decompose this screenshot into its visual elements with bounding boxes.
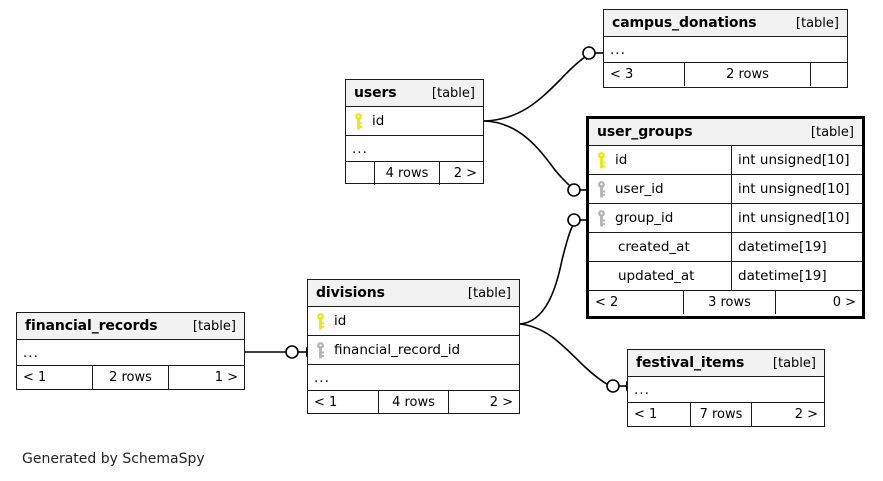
table-type-tag: [table] <box>772 355 816 371</box>
hidden-columns-indicator: ... <box>17 340 244 366</box>
table-row[interactable]: group_id int unsigned[10] <box>589 204 862 233</box>
primary-key-icon <box>317 312 325 329</box>
table-footer-festival-items: < 1 7 rows 2 > <box>628 403 824 426</box>
table-footer-user-groups: < 2 3 rows 0 > <box>589 291 862 314</box>
table-header-campus-donations: campus_donations [table] <box>604 10 847 37</box>
footer-row-count: 2 rows <box>92 366 169 389</box>
column-cell: group_id <box>589 204 731 232</box>
column-cell: financial_record_id <box>308 336 519 364</box>
generated-by-label: Generated by SchemaSpy <box>22 451 205 467</box>
table-title: users <box>354 85 397 101</box>
table-title: festival_items <box>636 355 745 371</box>
table-type-tag: [table] <box>810 124 854 140</box>
table-type-tag: [table] <box>795 15 839 31</box>
foreign-key-icon <box>317 341 325 358</box>
column-type: int unsigned[10] <box>731 146 862 174</box>
column-name: group_id <box>615 210 674 226</box>
column-cell: updated_at <box>589 262 731 290</box>
table-footer-users: 4 rows 2 > <box>346 162 483 185</box>
footer-parents-count[interactable] <box>346 162 374 185</box>
column-name: id <box>372 113 385 129</box>
footer-row-count: 7 rows <box>690 403 752 426</box>
column-name: updated_at <box>618 268 695 284</box>
footer-children-count[interactable]: 0 > <box>832 295 856 310</box>
table-footer-divisions: < 1 4 rows 2 > <box>308 391 519 414</box>
column-name: id <box>615 152 628 168</box>
footer-parents-count[interactable]: < 3 <box>610 67 634 82</box>
column-type: int unsigned[10] <box>731 175 862 203</box>
table-footer-financial-records: < 1 2 rows 1 > <box>17 366 244 389</box>
primary-key-icon <box>355 112 363 129</box>
table-header-divisions: divisions [table] <box>308 280 519 307</box>
footer-parents-count[interactable]: < 1 <box>23 370 47 385</box>
table-header-user-groups: user_groups [table] <box>589 119 862 146</box>
footer-children-count[interactable] <box>811 63 847 86</box>
hidden-columns-indicator: ... <box>628 377 824 403</box>
table-users[interactable]: users [table] id ... 4 rows 2 > <box>345 79 484 185</box>
table-row[interactable]: created_at datetime[19] <box>589 233 862 262</box>
column-type: datetime[19] <box>731 262 862 290</box>
table-footer-campus-donations: < 3 2 rows <box>604 63 847 86</box>
table-title: financial_records <box>25 318 158 334</box>
table-user-groups[interactable]: user_groups [table] id int unsigned[10] <box>586 116 865 319</box>
table-type-tag: [table] <box>192 318 236 334</box>
footer-parents-count[interactable]: < 1 <box>634 407 658 422</box>
table-row[interactable]: financial_record_id <box>308 336 519 365</box>
edge-users-campus-donations <box>483 46 613 122</box>
footer-children-count[interactable]: 2 > <box>794 407 818 422</box>
column-type: datetime[19] <box>731 233 862 261</box>
column-name: financial_record_id <box>334 342 461 358</box>
foreign-key-icon <box>598 180 606 197</box>
hidden-columns-indicator: ... <box>346 136 483 162</box>
table-campus-donations[interactable]: campus_donations [table] ... < 3 2 rows <box>603 9 848 88</box>
foreign-key-icon <box>598 209 606 226</box>
column-cell: id <box>346 107 483 135</box>
table-divisions[interactable]: divisions [table] id <box>307 279 520 414</box>
column-cell: user_id <box>589 175 731 203</box>
edge-divisions-festival-items <box>519 323 636 393</box>
column-cell: created_at <box>589 233 731 261</box>
footer-children-count[interactable]: 1 > <box>214 370 238 385</box>
table-header-festival-items: festival_items [table] <box>628 350 824 377</box>
table-title: campus_donations <box>612 15 757 31</box>
table-row[interactable]: id <box>346 107 483 136</box>
hidden-columns-indicator: ... <box>604 37 847 63</box>
table-type-tag: [table] <box>467 285 511 301</box>
table-row[interactable]: id int unsigned[10] <box>589 146 862 175</box>
footer-row-count: 4 rows <box>378 391 449 414</box>
table-row[interactable]: updated_at datetime[19] <box>589 262 862 291</box>
footer-row-count: 4 rows <box>374 162 440 185</box>
table-header-users: users [table] <box>346 80 483 107</box>
primary-key-icon <box>598 151 606 168</box>
table-type-tag: [table] <box>431 85 475 101</box>
table-festival-items[interactable]: festival_items [table] ... < 1 7 rows 2 … <box>627 349 825 427</box>
edge-financial-records-divisions <box>245 345 316 359</box>
footer-parents-count[interactable]: < 1 <box>314 395 338 410</box>
column-type: int unsigned[10] <box>731 204 862 232</box>
table-financial-records[interactable]: financial_records [table] ... < 1 2 rows… <box>16 312 245 390</box>
table-title: user_groups <box>597 124 693 140</box>
footer-children-count[interactable]: 2 > <box>453 166 477 181</box>
footer-row-count: 2 rows <box>684 63 811 86</box>
table-row[interactable]: user_id int unsigned[10] <box>589 175 862 204</box>
table-row[interactable]: id <box>308 307 519 336</box>
footer-row-count: 3 rows <box>683 291 776 314</box>
footer-parents-count[interactable]: < 2 <box>595 295 619 310</box>
table-header-financial-records: financial_records [table] <box>17 313 244 340</box>
column-cell: id <box>308 307 519 335</box>
footer-children-count[interactable]: 2 > <box>489 395 513 410</box>
table-title: divisions <box>316 285 385 301</box>
column-name: user_id <box>615 181 664 197</box>
edge-users-user-groups <box>483 120 596 197</box>
column-name: id <box>334 313 347 329</box>
column-name: created_at <box>618 239 690 255</box>
edge-divisions-user-groups <box>519 213 596 325</box>
column-cell: id <box>589 146 731 174</box>
hidden-columns-indicator: ... <box>308 365 519 391</box>
